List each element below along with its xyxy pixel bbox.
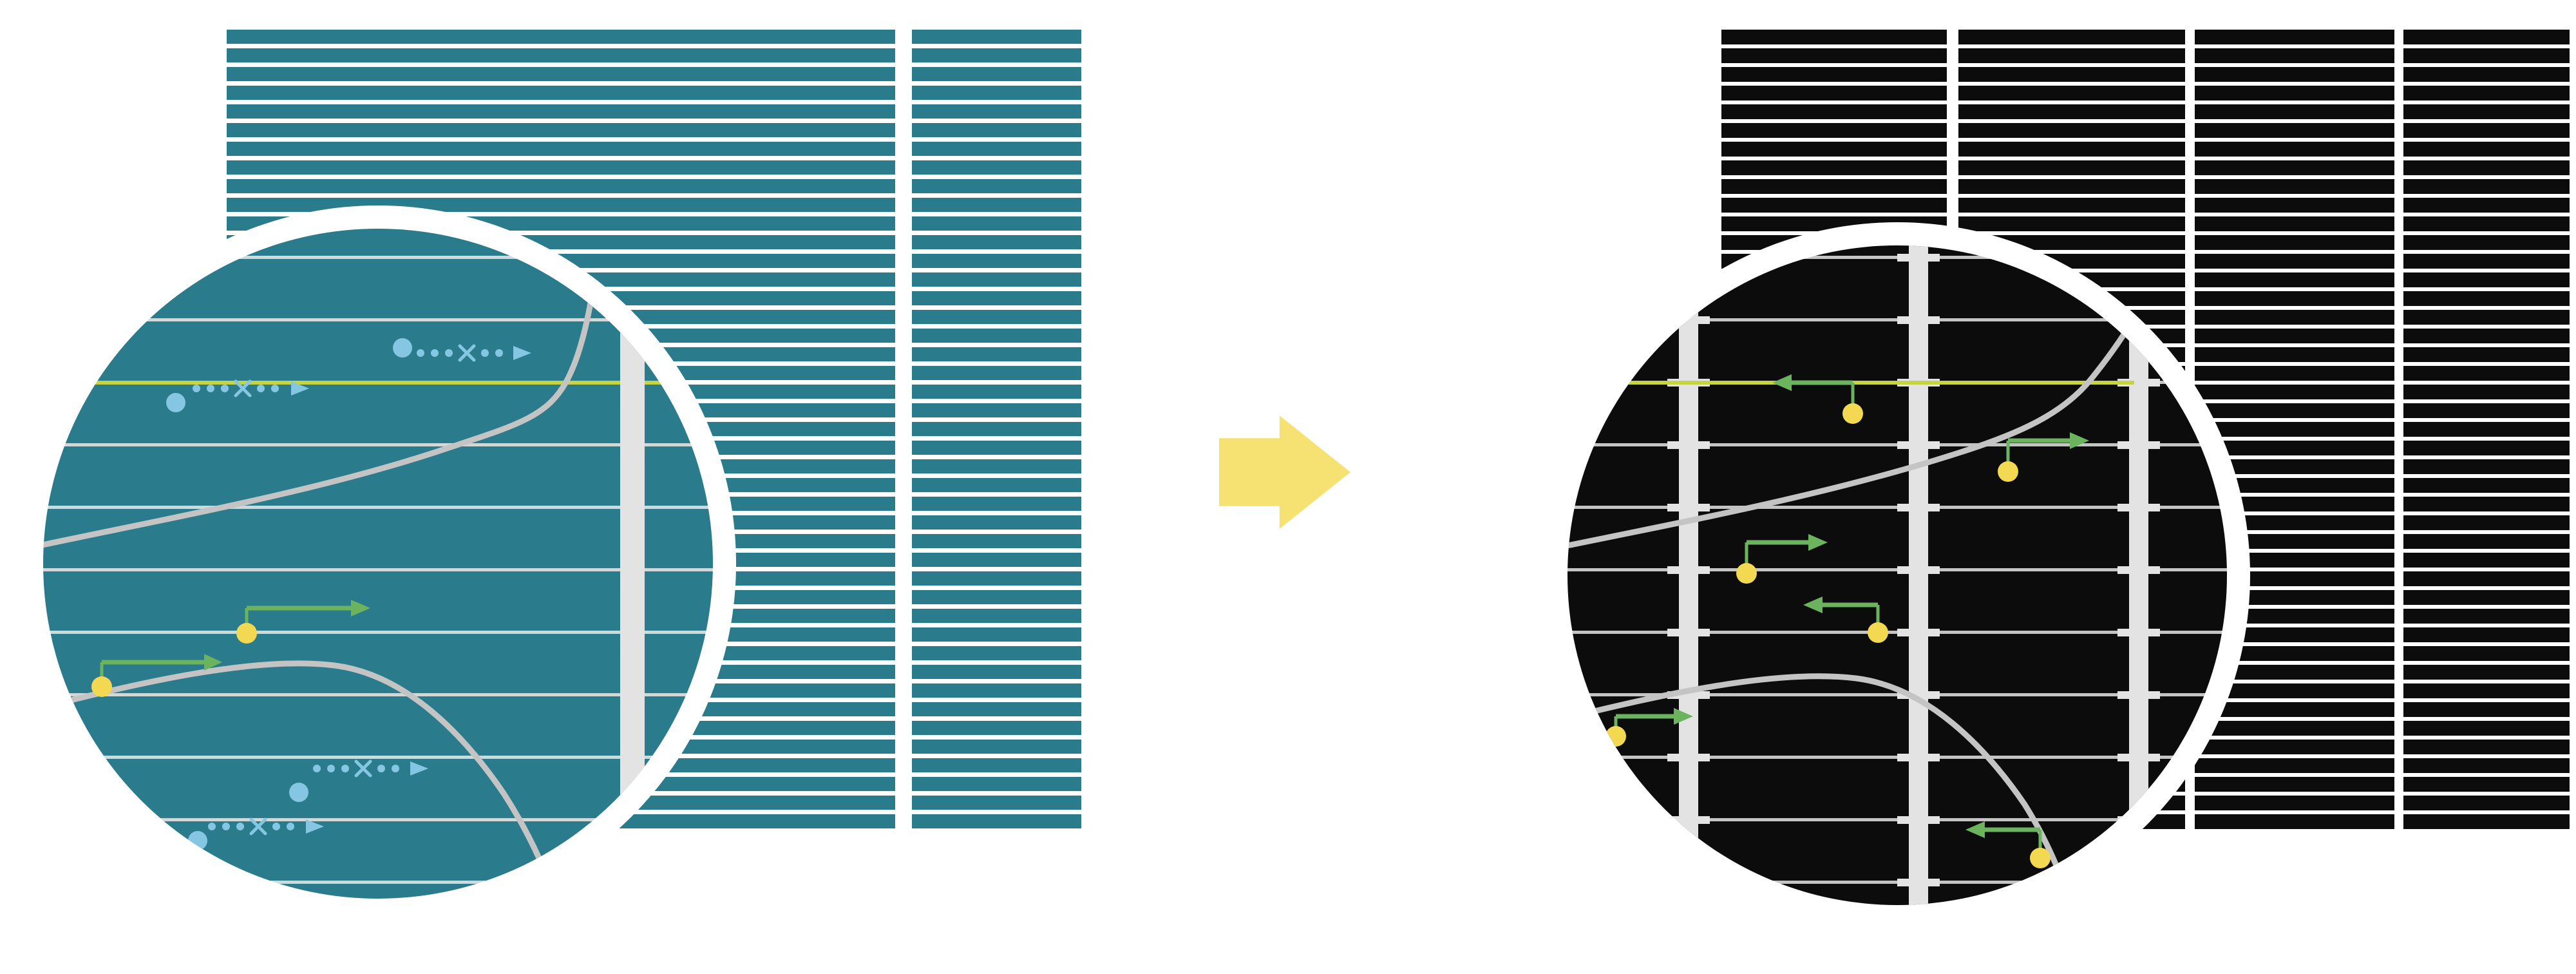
busbar-tick xyxy=(1667,566,1710,574)
right-magnifier-view xyxy=(1567,245,2227,905)
busbar-tick xyxy=(2117,816,2160,824)
grain-boundary-curve xyxy=(43,660,558,899)
carrier-dot-icon xyxy=(1998,461,2018,482)
carrier-collected-arrow-icon xyxy=(236,600,370,644)
arrowhead-icon xyxy=(513,346,531,360)
recombination-x-icon xyxy=(234,379,252,397)
left-magnifier-view xyxy=(43,229,713,899)
left-magnifier-circle xyxy=(20,205,736,922)
busbar-tick xyxy=(2117,879,2160,886)
arrowhead-icon xyxy=(351,600,370,616)
carrier-collected-arrow-icon xyxy=(1772,374,1863,424)
busbar-tick xyxy=(2117,691,2160,699)
busbar-tick xyxy=(2117,316,2160,324)
carrier-dot-icon xyxy=(236,623,257,644)
carrier-collected-arrow-icon xyxy=(91,654,222,697)
carrier-dot-icon xyxy=(289,783,308,802)
busbar-tick xyxy=(1897,816,1940,824)
carrier-dot-icon xyxy=(91,676,112,697)
arrowhead-icon xyxy=(1674,708,1693,725)
busbar xyxy=(1909,245,1928,905)
busbar-tick xyxy=(1897,566,1940,574)
busbar-tick xyxy=(1667,754,1710,761)
carrier-collected-arrow-icon xyxy=(1736,534,1828,584)
arrowhead-icon xyxy=(1965,821,1985,838)
busbar-tick xyxy=(1667,629,1710,636)
busbar-tick xyxy=(2117,629,2160,636)
carrier-collected-arrow-icon xyxy=(1605,708,1693,747)
arrowhead-icon xyxy=(1808,534,1828,551)
busbar-tick xyxy=(1667,879,1710,886)
busbar xyxy=(1679,245,1698,905)
carrier-dot-icon xyxy=(166,393,185,412)
right-cell-section-4 xyxy=(2403,30,2570,830)
left-magnifier-graphics xyxy=(43,229,713,899)
carrier-dot-icon xyxy=(1736,563,1757,584)
busbar-tick xyxy=(1667,316,1710,324)
busbar xyxy=(620,229,645,899)
busbar-tick xyxy=(1667,816,1710,824)
busbar-tick xyxy=(1897,879,1940,886)
busbar-tick xyxy=(2117,754,2160,761)
carrier-dot-icon xyxy=(2030,848,2050,868)
busbar-tick xyxy=(1897,254,1940,262)
busbar-tick xyxy=(1897,629,1940,636)
arrowhead-icon xyxy=(410,761,428,776)
carrier-blocked-arrow-icon xyxy=(166,379,309,412)
busbar-tick xyxy=(2117,254,2160,262)
recombination-x-icon xyxy=(249,817,267,836)
arrowhead-icon xyxy=(1803,597,1823,613)
carrier-dot-icon xyxy=(1605,726,1626,747)
transition-arrow-icon xyxy=(1219,415,1350,529)
left-cell-right-section xyxy=(912,30,1081,830)
busbar-tick xyxy=(2117,566,2160,574)
busbar-tick xyxy=(1667,254,1710,262)
right-magnifier-graphics xyxy=(1567,245,2160,905)
busbar-tick xyxy=(2117,441,2160,449)
arrowhead-icon xyxy=(2070,432,2089,449)
busbar-tick xyxy=(1667,504,1710,511)
arrowhead-icon xyxy=(1772,374,1792,391)
busbar-tick xyxy=(1897,754,1940,761)
carrier-dot-icon xyxy=(1842,403,1863,424)
recombination-x-icon xyxy=(458,344,476,362)
busbar-tick xyxy=(1897,504,1940,511)
carrier-dot-icon xyxy=(188,831,207,850)
carrier-blocked-arrow-icon xyxy=(289,759,428,802)
grain-boundary-curve xyxy=(43,229,603,548)
arrowhead-icon xyxy=(291,381,309,396)
carrier-collected-arrow-icon xyxy=(1965,821,2050,868)
carrier-dot-icon xyxy=(393,338,412,358)
carrier-blocked-arrow-icon xyxy=(188,817,324,850)
carrier-collected-arrow-icon xyxy=(1803,597,1888,643)
carrier-blocked-arrow-icon xyxy=(393,338,531,362)
grain-boundary-curve xyxy=(1567,673,2074,905)
busbar-tick xyxy=(1897,316,1940,324)
busbar-tick xyxy=(1897,441,1940,449)
grain-boundary-curve xyxy=(1567,281,2154,549)
busbar-tick xyxy=(1667,441,1710,449)
arrowhead-icon xyxy=(204,654,222,671)
carrier-dot-icon xyxy=(1868,622,1888,643)
busbar-tick xyxy=(2117,504,2160,511)
right-magnifier-circle xyxy=(1544,222,2250,928)
carrier-collected-arrow-icon xyxy=(1998,432,2089,482)
busbar xyxy=(2129,245,2148,905)
recombination-x-icon xyxy=(354,759,372,778)
arrowhead-icon xyxy=(306,819,324,834)
